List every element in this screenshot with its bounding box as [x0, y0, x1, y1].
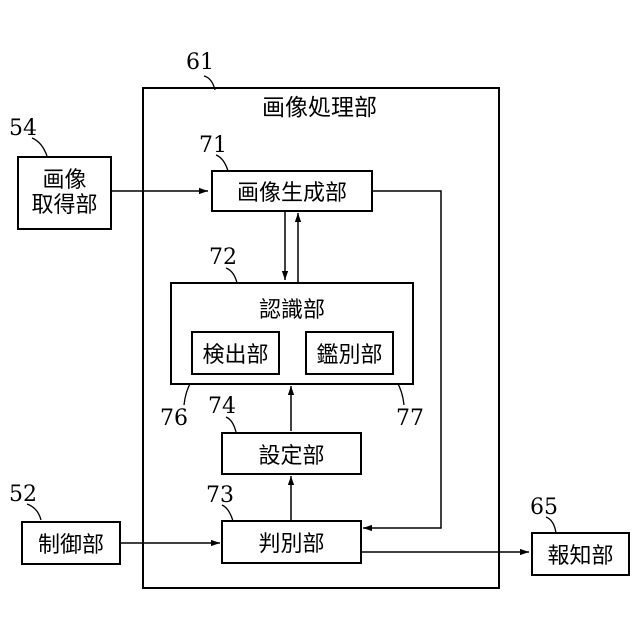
control-box: 制御部	[21, 521, 121, 565]
ref-76: 76	[160, 408, 188, 430]
ref-73: 73	[206, 485, 234, 507]
recognition-label: 認識部	[259, 292, 325, 324]
detection-box: 検出部	[191, 331, 280, 375]
notification-box: 報知部	[531, 532, 630, 576]
judgment-box: 判別部	[221, 520, 362, 564]
detection-label: 検出部	[202, 337, 268, 369]
judgment-label: 判別部	[258, 526, 324, 558]
notification-label: 報知部	[547, 538, 613, 570]
image-acquisition-label-line1: 画像	[42, 168, 86, 193]
ref-71: 71	[199, 135, 227, 157]
image-generation-label: 画像生成部	[237, 175, 347, 207]
image-processing-title: 画像処理部	[262, 97, 377, 120]
ref-54: 54	[9, 118, 37, 140]
ref-65: 65	[530, 497, 558, 519]
control-label: 制御部	[38, 527, 104, 559]
ref-72: 72	[209, 247, 237, 269]
leader-74	[226, 417, 236, 432]
image-acquisition-label-line2: 取得部	[31, 193, 97, 218]
setting-label: 設定部	[258, 438, 324, 470]
discrimination-label: 鑑別部	[316, 337, 382, 369]
setting-box: 設定部	[221, 432, 362, 475]
discrimination-box: 鑑別部	[305, 331, 394, 375]
ref-74: 74	[208, 396, 236, 418]
ref-77: 77	[396, 408, 424, 430]
ref-52: 52	[9, 484, 37, 506]
image-generation-box: 画像生成部	[211, 170, 373, 212]
ref-61: 61	[186, 52, 214, 74]
leader-72	[226, 268, 237, 283]
image-acquisition-box: 画像 取得部	[17, 156, 112, 230]
